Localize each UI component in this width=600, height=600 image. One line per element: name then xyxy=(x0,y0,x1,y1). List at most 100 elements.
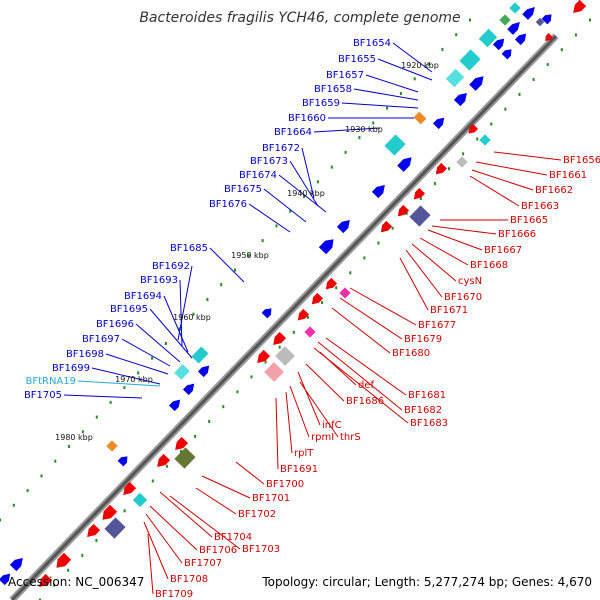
label-connector xyxy=(427,229,483,251)
plus-strand-block xyxy=(106,440,118,452)
label-connector xyxy=(319,351,357,386)
label-connector xyxy=(209,247,245,283)
gene-label-minus: BF1704 xyxy=(214,532,252,543)
label-connector xyxy=(135,323,181,363)
plus-strand-gene xyxy=(507,21,520,35)
gene-label-minus: thrS xyxy=(340,432,361,443)
gene-label-plus: BF1654 xyxy=(353,38,391,49)
minus-strand-gene xyxy=(297,308,310,321)
tick-dot xyxy=(247,253,250,257)
genome-summary-text: Topology: circular; Length: 5,277,274 bp… xyxy=(261,575,592,589)
label-connector xyxy=(159,491,213,538)
label-connector xyxy=(353,88,419,101)
gene-label-minus: BF1663 xyxy=(521,201,559,212)
minus-strand-gene xyxy=(102,504,118,520)
minus-strand-gene xyxy=(545,33,553,41)
tick-dot xyxy=(12,503,15,507)
tick-dot xyxy=(208,420,211,423)
gene-label-plus: BF1698 xyxy=(66,349,104,360)
plus-strand-gene xyxy=(318,239,334,255)
map-title: Bacteroides fragilis YCH46, complete gen… xyxy=(139,10,460,26)
plus-strand-gene xyxy=(514,33,527,46)
label-connector xyxy=(339,297,403,340)
label-connector xyxy=(365,74,419,93)
tick-dot xyxy=(344,150,347,154)
gene-label-minus: infC xyxy=(322,420,342,431)
minus-strand-gene xyxy=(468,123,478,134)
kbp-tick-label: 1980 kbp xyxy=(55,433,93,442)
tick-dot xyxy=(518,92,521,96)
minus-strand-block xyxy=(304,326,316,338)
minus-strand-gene xyxy=(380,220,393,233)
gene-label-minus: BF1679 xyxy=(404,334,442,345)
plus-strand-block xyxy=(445,68,465,88)
gene-label-plus: BF1695 xyxy=(110,304,148,315)
label-connector xyxy=(289,160,319,207)
minus-strand-gene xyxy=(573,0,587,14)
tick-dot xyxy=(399,92,402,95)
label-connector xyxy=(143,521,169,580)
tick-dot xyxy=(316,180,319,184)
minus-strand-gene xyxy=(157,453,171,468)
tick-dot xyxy=(330,165,333,169)
plus-strand-block xyxy=(478,28,498,48)
label-connector xyxy=(405,249,443,298)
minus-strand-gene xyxy=(273,331,287,346)
minus-strand-gene xyxy=(87,523,101,538)
tick-dot xyxy=(377,241,380,245)
label-connector xyxy=(275,397,279,470)
label-connector xyxy=(201,475,251,499)
plus-strand-gene xyxy=(541,14,552,25)
label-connector xyxy=(341,102,419,109)
minus-strand-block xyxy=(264,362,284,382)
label-connector xyxy=(177,265,193,341)
tick-dot xyxy=(448,167,450,171)
tick-dot xyxy=(292,330,295,334)
label-connector xyxy=(105,353,169,375)
minus-strand-gene xyxy=(175,436,189,451)
label-connector xyxy=(469,175,520,207)
tick-dot xyxy=(363,256,366,260)
plus-strand-gene xyxy=(117,456,128,467)
tick-dot xyxy=(574,33,577,37)
plus-strand-block xyxy=(459,49,481,71)
tick-dot xyxy=(278,345,281,349)
tick-dot xyxy=(433,182,436,186)
minus-strand-block xyxy=(174,447,196,469)
tick-dot xyxy=(39,598,41,600)
gene-label-minus: BF1681 xyxy=(408,390,446,401)
label-connectors-layer xyxy=(63,42,562,595)
plus-strand-gene xyxy=(0,573,11,586)
label-connector xyxy=(235,461,265,485)
plus-strand-block xyxy=(499,14,511,26)
gene-label-minus: BF1677 xyxy=(418,320,456,331)
gene-label-plus: BF1660 xyxy=(288,113,326,124)
tick-dot xyxy=(53,583,56,587)
tick-dot xyxy=(441,47,444,51)
label-connector xyxy=(147,533,154,595)
label-connector xyxy=(149,505,198,551)
minus-strand-gene xyxy=(325,277,338,290)
tick-marks-layer xyxy=(0,18,591,600)
tick-dot xyxy=(358,136,361,140)
tick-dot xyxy=(306,315,309,319)
backbone-inner xyxy=(10,34,558,600)
minus-strand-gene xyxy=(257,349,271,364)
plus-strand-gene xyxy=(336,219,350,234)
gene-label-minus: BF1671 xyxy=(430,305,468,316)
label-connector xyxy=(377,58,433,81)
gene-label-minus: def xyxy=(358,380,375,391)
plus-strand-gene xyxy=(432,117,445,130)
plus-strand-gene xyxy=(371,184,385,199)
tick-dot xyxy=(589,18,591,22)
label-connector xyxy=(169,495,241,550)
label-connector xyxy=(301,147,315,199)
label-connector xyxy=(179,279,183,347)
minus-strand-gene xyxy=(435,162,448,175)
gene-label-minus: BF1665 xyxy=(510,215,548,226)
gene-label-plus: BF1697 xyxy=(82,334,120,345)
label-connector xyxy=(419,237,469,266)
gene-label-minus: BF1661 xyxy=(549,170,587,181)
label-connector xyxy=(91,367,161,385)
tick-dot xyxy=(419,197,422,200)
